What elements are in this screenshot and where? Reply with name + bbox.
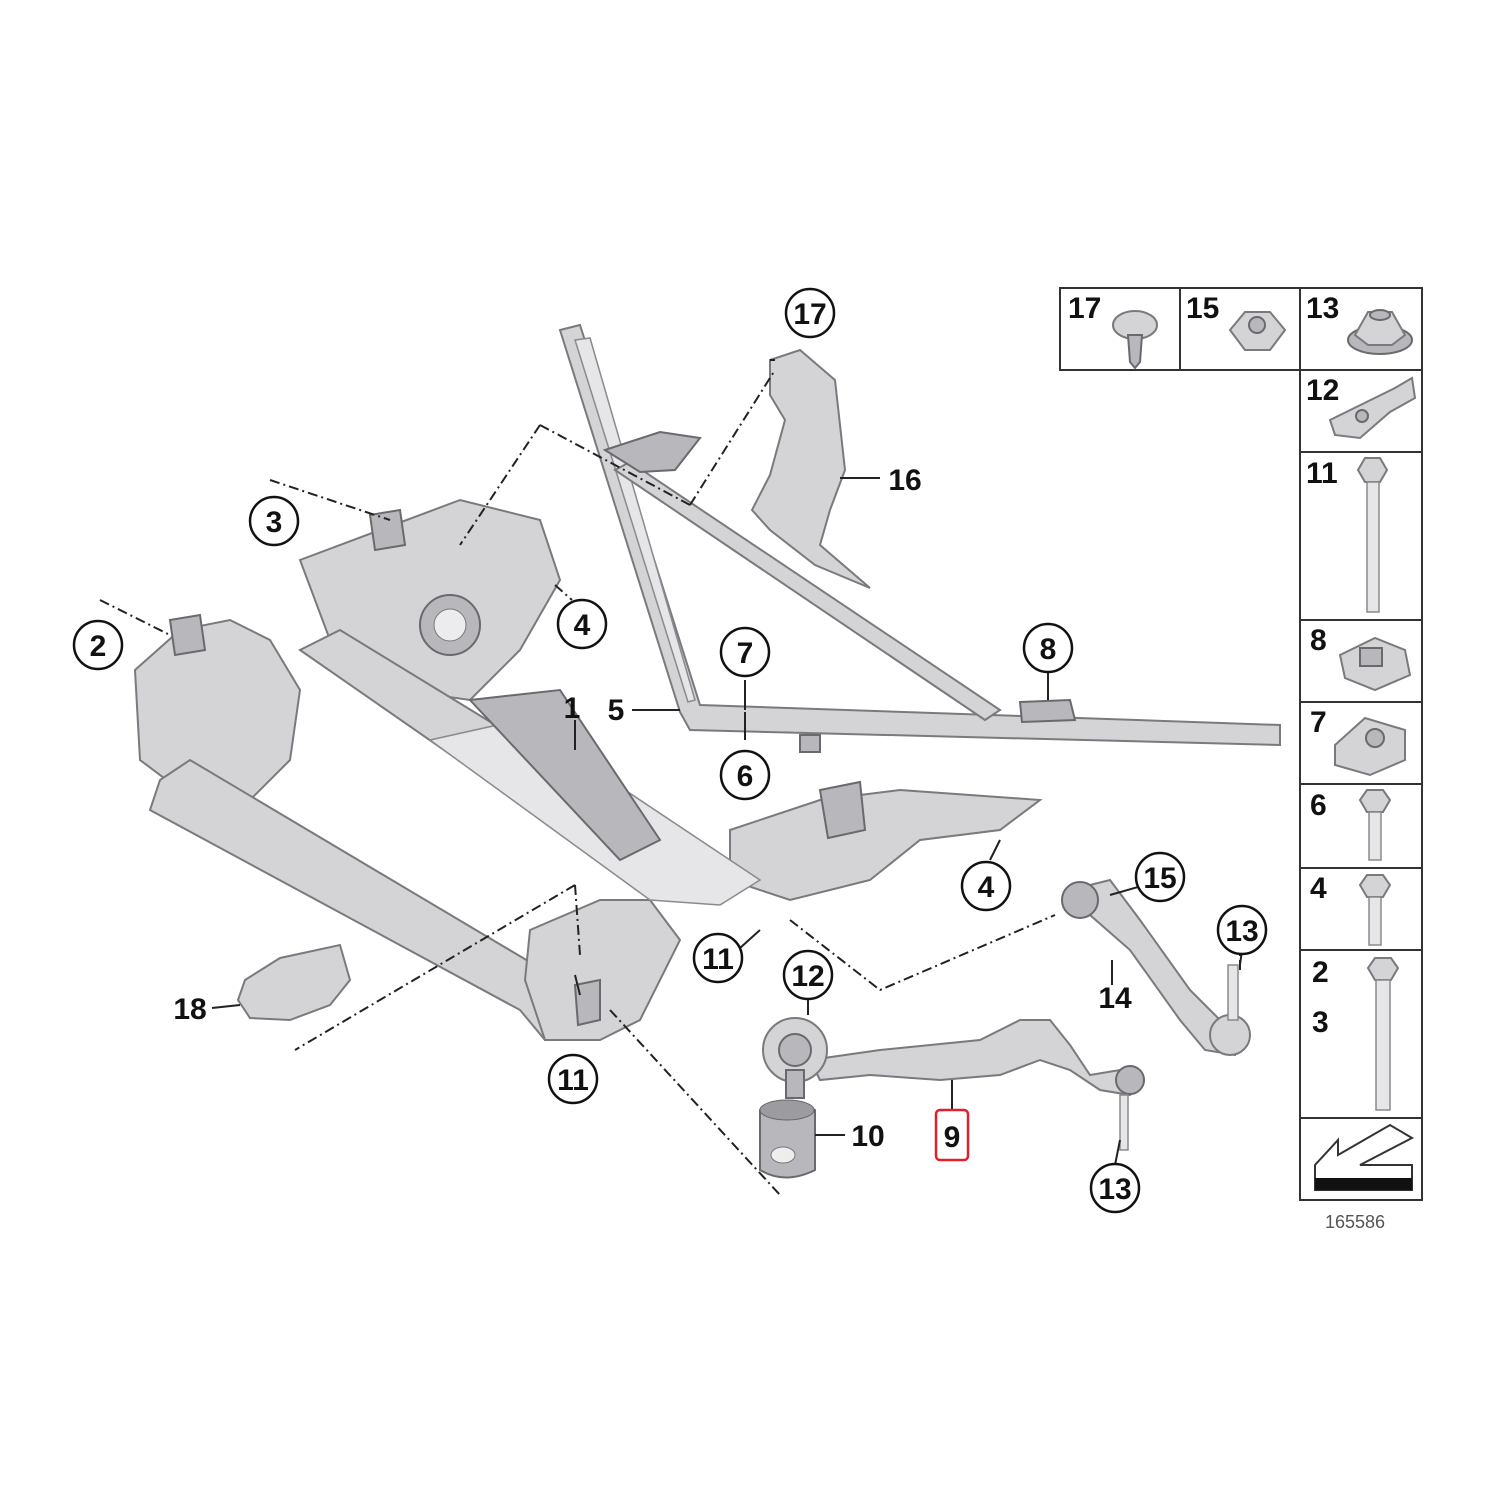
- svg-text:8: 8: [1040, 633, 1057, 666]
- svg-text:11: 11: [702, 943, 734, 976]
- direction-arrow-icon: [1314, 1123, 1415, 1191]
- dashed-leaders: [99, 359, 1241, 1196]
- svg-text:8: 8: [1310, 624, 1327, 657]
- svg-text:4: 4: [978, 871, 995, 904]
- flange-nut-icon: [1347, 309, 1413, 355]
- panel-item-8[interactable]: 8: [1310, 624, 1412, 692]
- panel-item-15[interactable]: 15: [1186, 292, 1287, 351]
- svg-text:11: 11: [557, 1064, 589, 1097]
- svg-text:7: 7: [737, 637, 754, 670]
- panel-item-17[interactable]: 17: [1068, 292, 1158, 370]
- svg-text:7: 7: [1310, 706, 1327, 739]
- thrust-plate-brace: [558, 323, 1281, 753]
- cage-nut-icon: [1338, 636, 1412, 692]
- medium-bolt-icon: [1358, 874, 1392, 946]
- svg-text:6: 6: [1310, 789, 1327, 822]
- panel-item-4[interactable]: 4: [1310, 872, 1392, 946]
- callout-8[interactable]: 8: [1022, 622, 1074, 674]
- tension-strut: [1061, 878, 1251, 1057]
- svg-text:3: 3: [1312, 1006, 1329, 1039]
- svg-text:3: 3: [266, 506, 283, 539]
- callout-12[interactable]: 12: [782, 949, 834, 1001]
- callout-4-upper[interactable]: 4: [556, 598, 608, 650]
- heat-shield: [750, 348, 871, 589]
- panel-item-12[interactable]: 12: [1306, 374, 1417, 440]
- hardware-panel: 17 15 13: [1059, 287, 1423, 1201]
- short-bolt-icon: [1358, 789, 1392, 861]
- svg-text:6: 6: [737, 760, 754, 793]
- wishbone-arm: [762, 1017, 1145, 1151]
- svg-text:2: 2: [1312, 956, 1329, 989]
- callout-9-highlighted[interactable]: 9: [934, 1108, 970, 1162]
- callout-16[interactable]: 16: [888, 464, 921, 497]
- svg-text:17: 17: [793, 298, 826, 331]
- svg-text:18: 18: [173, 993, 206, 1026]
- callout-13-lower[interactable]: 13: [1089, 1162, 1141, 1214]
- svg-text:13: 13: [1098, 1173, 1131, 1206]
- diagram-code: 165586: [1325, 1212, 1385, 1232]
- callout-2[interactable]: 2: [72, 619, 124, 671]
- svg-text:4: 4: [1310, 872, 1327, 905]
- callout-11-lower[interactable]: 11: [547, 1053, 599, 1105]
- flange-bolt-icon: [1366, 957, 1400, 1111]
- solid-leaders: [211, 477, 1243, 1166]
- callout-5[interactable]: 5: [608, 694, 625, 727]
- panel-item-2-3[interactable]: 2 3: [1312, 956, 1400, 1111]
- svg-text:17: 17: [1068, 292, 1101, 325]
- callout-17[interactable]: 17: [784, 287, 836, 339]
- svg-text:14: 14: [1098, 982, 1132, 1015]
- rubber-mount: [759, 1099, 816, 1179]
- svg-text:15: 15: [1186, 292, 1219, 325]
- panel-item-6[interactable]: 6: [1310, 789, 1392, 861]
- long-bolt-icon: [1356, 457, 1389, 613]
- callout-10[interactable]: 10: [851, 1120, 884, 1153]
- svg-text:9: 9: [944, 1121, 961, 1154]
- svg-text:12: 12: [1306, 374, 1339, 407]
- callout-7[interactable]: 7: [719, 626, 771, 678]
- svg-text:13: 13: [1225, 915, 1258, 948]
- callout-6[interactable]: 6: [719, 749, 771, 801]
- front-axle-carrier: [133, 498, 1043, 1042]
- clip-nut-icon: [1328, 376, 1417, 440]
- svg-text:4: 4: [574, 609, 591, 642]
- svg-text:13: 13: [1306, 292, 1339, 325]
- svg-text:16: 16: [888, 464, 921, 497]
- svg-text:2: 2: [90, 630, 107, 663]
- svg-text:5: 5: [608, 694, 625, 727]
- callout-3[interactable]: 3: [248, 495, 300, 547]
- cover-part-18: [236, 943, 352, 1022]
- callout-11-middle[interactable]: 11: [692, 932, 744, 984]
- svg-text:10: 10: [851, 1120, 884, 1153]
- panel-item-13[interactable]: 13: [1306, 292, 1413, 355]
- square-nut-icon: [1334, 716, 1406, 777]
- callout-13-upper[interactable]: 13: [1216, 904, 1268, 956]
- callout-15[interactable]: 15: [1134, 851, 1186, 903]
- svg-text:15: 15: [1143, 862, 1176, 895]
- panel-item-7[interactable]: 7: [1310, 706, 1406, 777]
- callout-4-lower[interactable]: 4: [960, 860, 1012, 912]
- svg-text:1: 1: [564, 692, 581, 725]
- svg-text:11: 11: [1306, 457, 1338, 490]
- svg-text:12: 12: [791, 960, 824, 993]
- panel-item-11[interactable]: 11: [1306, 457, 1389, 613]
- screw-icon: [1112, 310, 1158, 370]
- callout-18[interactable]: 18: [173, 993, 206, 1026]
- hex-nut-icon: [1228, 311, 1287, 351]
- callout-1[interactable]: 1: [564, 692, 581, 725]
- callout-14[interactable]: 14: [1098, 982, 1132, 1015]
